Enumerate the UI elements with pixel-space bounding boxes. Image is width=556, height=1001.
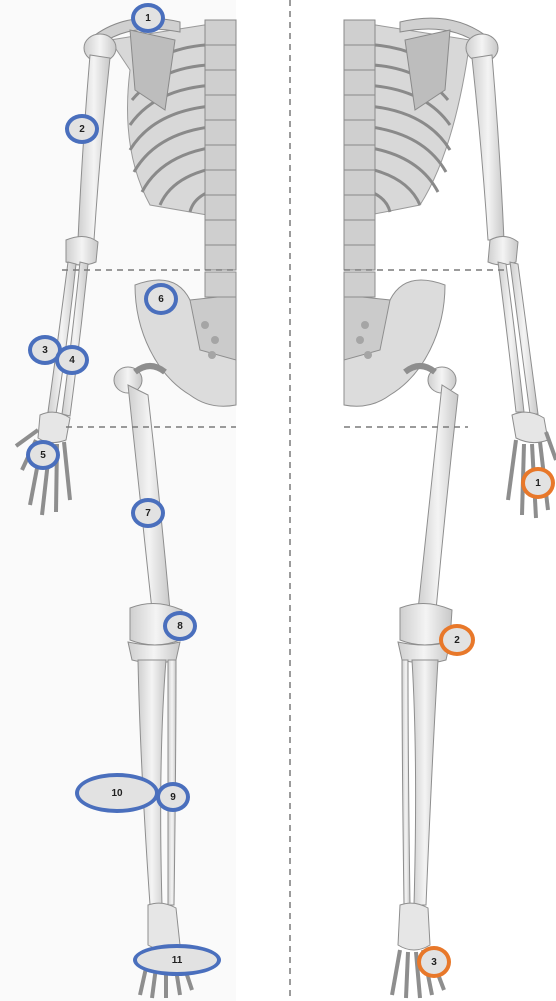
marker-blue-11[interactable]: 11 bbox=[133, 944, 221, 976]
marker-blue-5[interactable]: 5 bbox=[26, 440, 60, 470]
marker-orange-2[interactable]: 2 bbox=[439, 624, 475, 656]
marker-blue-9[interactable]: 9 bbox=[156, 782, 190, 812]
marker-blue-4[interactable]: 4 bbox=[55, 345, 89, 375]
marker-blue-1[interactable]: 1 bbox=[131, 3, 165, 33]
marker-blue-2[interactable]: 2 bbox=[65, 114, 99, 144]
marker-orange-1[interactable]: 1 bbox=[521, 467, 555, 499]
marker-blue-10[interactable]: 10 bbox=[75, 773, 159, 813]
marker-blue-7[interactable]: 7 bbox=[131, 498, 165, 528]
marker-orange-3[interactable]: 3 bbox=[417, 946, 451, 978]
marker-blue-6[interactable]: 6 bbox=[144, 283, 178, 315]
marker-blue-8[interactable]: 8 bbox=[163, 611, 197, 641]
